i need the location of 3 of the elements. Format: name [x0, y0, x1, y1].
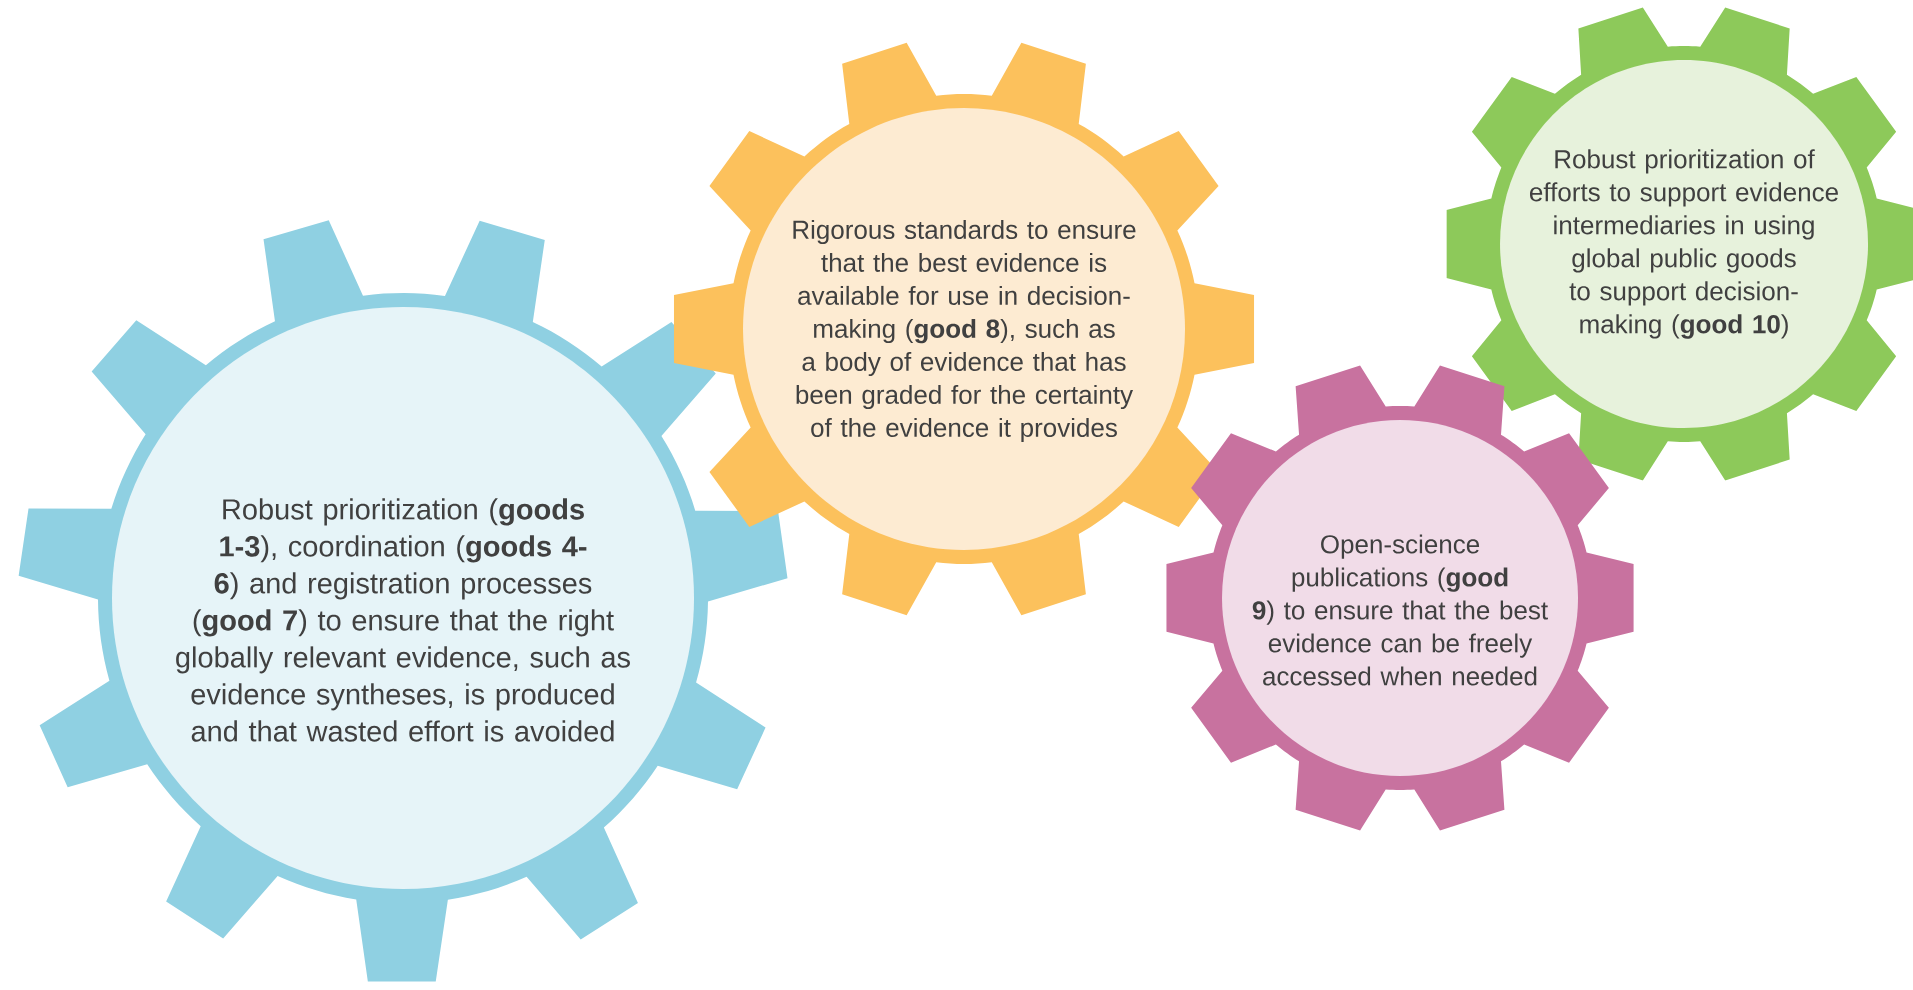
gear: Robust prioritization (goods 1-3), coordination (goods 4-6) and registration processes (good 7) to ensure that the right globally relevant evidence, such as evidence syntheses, is produced and that wasted effort is avoided — [18, 220, 788, 982]
gear: Open-science publications (good 9) to ensure that the best evidence can be freely accessed when needed — [1166, 365, 1634, 831]
gear: Robust prioritization of efforts to support evidence intermediaries in using global public goods to support decision-making (good 10) — [1446, 7, 1913, 481]
